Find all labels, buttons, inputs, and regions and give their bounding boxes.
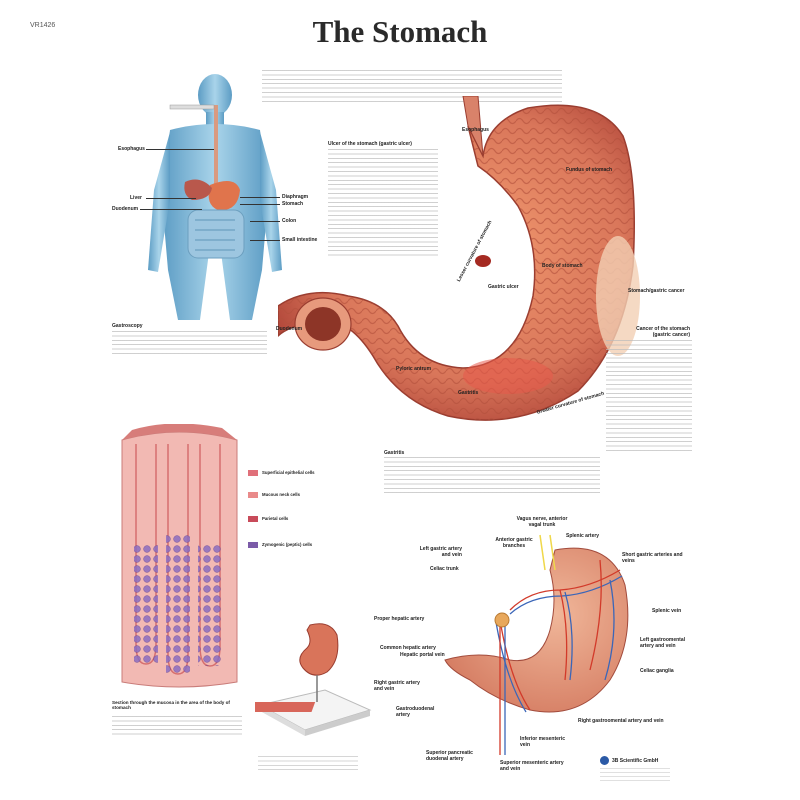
vessel-label-celiac: Celiac trunk — [430, 566, 459, 572]
gastroscopy-heading: Gastroscopy — [112, 323, 143, 329]
vessel-label-common-hepatic: Common hepatic artery — [380, 645, 436, 651]
cancer-text — [606, 340, 692, 452]
ulcer-text — [328, 149, 438, 259]
label-small-intestine: Small intestine — [282, 237, 318, 243]
vessel-label-sup-pancreatic: Superior pancreatic duodenal artery — [426, 750, 473, 762]
stomach-label-ulcer: Gastric ulcer — [488, 284, 519, 290]
vessel-label-gastroduodenal: Gastroduodenal artery — [396, 706, 435, 718]
stomach-label-body: Body of stomach — [542, 263, 583, 269]
human-figure — [148, 74, 282, 320]
gastritis-heading: Gastritis — [384, 450, 405, 456]
legend-item: Superficial epithelial cells — [248, 470, 373, 476]
vessel-label-short-gastric: Short gastric arteries and veins — [622, 552, 683, 564]
publisher-info — [600, 768, 670, 784]
legend-label-2: Parietal cells — [262, 516, 289, 521]
footer-note — [258, 756, 358, 770]
mucosa-legend: Superficial epithelial cells Mucous neck… — [248, 470, 373, 548]
label-stomach: Stomach — [282, 201, 304, 207]
label-liver: Liver — [130, 195, 142, 201]
label-colon: Colon — [282, 218, 297, 224]
poster-title: The Stomach — [312, 14, 488, 49]
label-duodenum: Duodenum — [112, 206, 139, 212]
mucosa-caption-text — [112, 716, 242, 738]
label-diaphragm: Diaphragm — [282, 194, 309, 200]
legend-label-3: Zymogenic (peptic) cells — [262, 542, 313, 547]
vessel-label-sup-mesenteric: Superior mesenteric artery and vein — [500, 760, 564, 772]
legend-item: Parietal cells — [248, 516, 373, 522]
product-code: VR1426 — [30, 22, 56, 29]
publisher-logo: 3B Scientific GmbH — [600, 756, 658, 765]
vessel-label-vagus: Vagus nerve, anterior vagal trunk — [516, 516, 568, 528]
mucosa-section-illustration — [121, 424, 238, 688]
vessel-label-left-gastric: Left gastric artery and vein — [419, 546, 462, 558]
vessel-label-proper-hepatic: Proper hepatic artery — [374, 616, 425, 622]
label-esophagus: Esophagus — [118, 146, 145, 152]
main-stomach-illustration — [278, 96, 640, 421]
legend-swatch-3 — [248, 542, 258, 548]
stomach-model-illustration — [255, 623, 372, 736]
legend-swatch-1 — [248, 492, 258, 498]
stomach-label-duodenum: Duodenum — [276, 326, 303, 332]
vessel-label-right-gastroomental: Right gastroomental artery and vein — [578, 718, 664, 724]
vessel-stomach-illustration — [444, 534, 629, 755]
stomach-label-pyloric: Pyloric antrum — [396, 366, 432, 372]
mucosa-caption: Section through the mucosa in the area o… — [112, 700, 230, 710]
vessel-label-splenic-vein: Splenic vein — [652, 608, 682, 614]
vessel-label-portal-vein: Hepatic portal vein — [400, 652, 445, 658]
vessel-label-splenic-artery: Splenic artery — [566, 533, 600, 539]
legend-item: Mucous neck cells — [248, 492, 373, 498]
stomach-label-fundus: Fundus of stomach — [566, 167, 613, 173]
vessel-label-left-gastroomental: Left gastroomental artery and vein — [640, 637, 686, 649]
legend-label-1: Mucous neck cells — [262, 492, 300, 497]
vessel-label-celiac-ganglia: Celiac ganglia — [640, 668, 674, 674]
ulcer-heading: Ulcer of the stomach (gastric ulcer) — [328, 141, 412, 147]
legend-label-0: Superficial epithelial cells — [262, 470, 315, 475]
vessel-label-anterior-gastric: Anterior gastric branches — [495, 537, 533, 549]
legend-item: Zymogenic (peptic) cells — [248, 542, 373, 548]
stomach-label-cancer: Stomach/gastric cancer — [628, 288, 685, 294]
gastritis-text — [384, 457, 600, 493]
cancer-heading: Cancer of the stomach (gastric cancer) — [636, 326, 690, 338]
stomach-label-esophagus: Esophagus — [462, 127, 489, 133]
stomach-label-gastritis: Gastritis — [458, 390, 479, 396]
logo-icon — [600, 756, 609, 765]
vessel-label-right-gastric: Right gastric artery and vein — [374, 680, 420, 692]
legend-swatch-2 — [248, 516, 258, 522]
legend-swatch-0 — [248, 470, 258, 476]
gastroscopy-text — [112, 331, 267, 357]
vessel-label-inferior-mesenteric: Inferior mesenteric vein — [520, 736, 566, 748]
intro-paragraph — [262, 70, 562, 104]
